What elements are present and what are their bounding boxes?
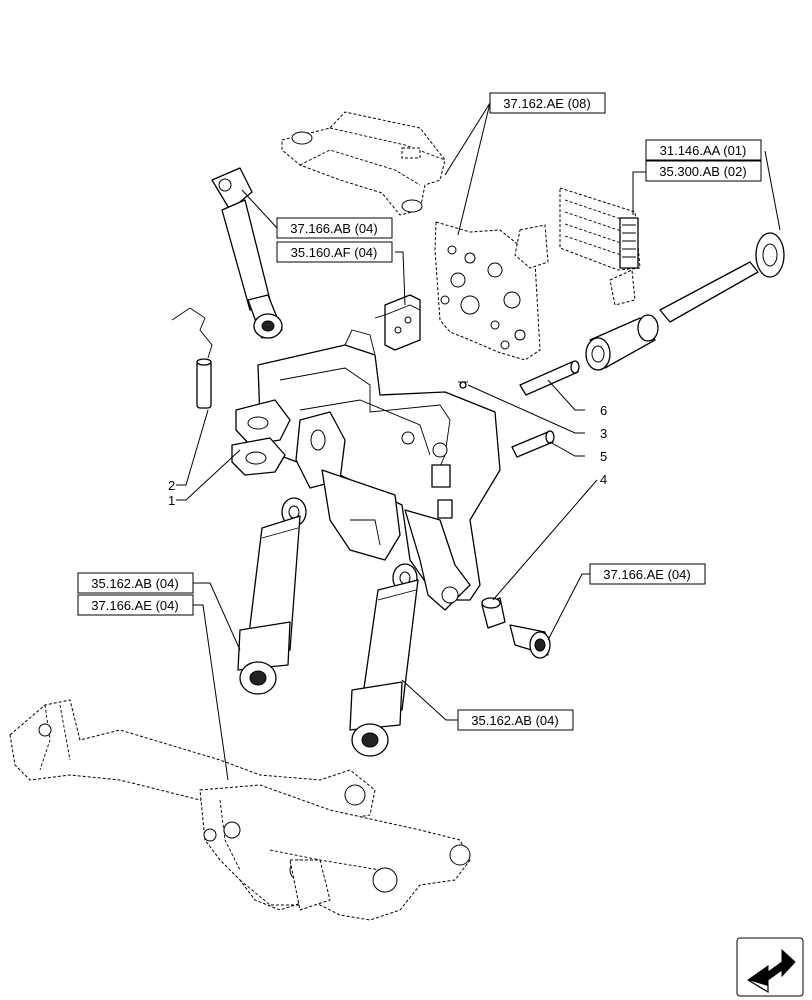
callout-2: 2: [168, 478, 175, 493]
svg-text:35.160.AF (04): 35.160.AF (04): [291, 245, 378, 260]
callout-3: 3: [600, 426, 607, 441]
pin-5: [511, 430, 555, 458]
mounting-plate: [434, 221, 541, 361]
callout-5: 5: [600, 449, 607, 464]
svg-text:35.162.AB (04): 35.162.AB (04): [91, 576, 178, 591]
bushing-4: [481, 597, 506, 629]
reference-box-37-166-ae-04-left[interactable]: 37.166.AE (04): [77, 594, 194, 616]
lift-cylinder-left: [237, 497, 307, 695]
svg-text:37.166.AB (04): 37.166.AB (04): [290, 221, 377, 236]
reference-box-37-166-ae-04-right[interactable]: 37.166.AE (04): [589, 563, 706, 585]
valve-block: [374, 294, 421, 351]
svg-text:37.162.AE (08): 37.162.AE (08): [503, 96, 590, 111]
svg-text:37.166.AE (04): 37.166.AE (04): [91, 598, 178, 613]
pto-shaft: [585, 232, 785, 371]
svg-text:31.146.AA (01): 31.146.AA (01): [660, 143, 747, 158]
leader-lines: [176, 102, 781, 781]
svg-text:37.166.AE (04): 37.166.AE (04): [603, 567, 690, 582]
lower-link-arms: [9, 699, 471, 921]
lift-cylinder-right: [349, 563, 419, 757]
pin-6: [519, 360, 580, 396]
next-page-arrow-icon[interactable]: [736, 937, 804, 997]
reference-box-37-166-ab-04[interactable]: 37.166.AB (04): [276, 217, 393, 239]
callout-4: 4: [600, 472, 607, 487]
svg-text:35.300.AB (02): 35.300.AB (02): [659, 164, 746, 179]
pin-2: [171, 307, 213, 409]
reference-box-35-300-ab-02[interactable]: 35.300.AB (02): [645, 160, 762, 182]
svg-text:35.162.AB (04): 35.162.AB (04): [471, 713, 558, 728]
pin-3: [458, 381, 468, 389]
reference-box-31-146-aa-01[interactable]: 31.146.AA (01): [645, 139, 762, 161]
callout-6: 6: [600, 403, 607, 418]
reference-box-35-162-ab-04-left[interactable]: 35.162.AB (04): [77, 572, 194, 594]
callout-1: 1: [168, 493, 175, 508]
bushing-37-166-ae: [509, 624, 551, 659]
reference-box-35-162-ab-04-bottom[interactable]: 35.162.AB (04): [457, 709, 574, 731]
reference-box-37-162-ae-08[interactable]: 37.162.AE (08): [489, 92, 606, 114]
reference-box-35-160-af-04[interactable]: 35.160.AF (04): [276, 241, 393, 263]
front-hitch-frame: [231, 329, 501, 611]
top-link-cylinder: [211, 167, 283, 339]
oil-cooler: [514, 187, 641, 306]
top-cover-plate: [281, 111, 446, 216]
